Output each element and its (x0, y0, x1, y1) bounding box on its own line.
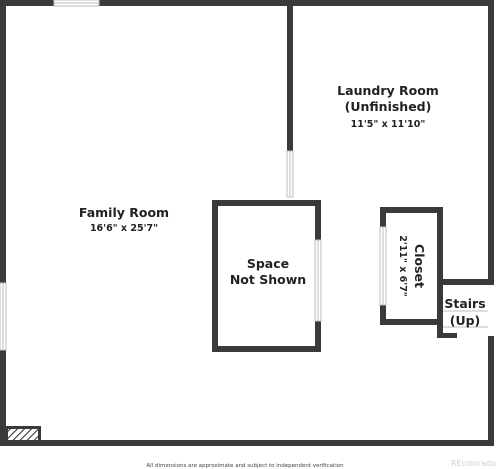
closet-label: Closet 2'11" x 6'7" (397, 235, 427, 297)
top-window (53, 0, 100, 7)
stairs-name: Stairs (444, 296, 485, 311)
family-room-dimensions: 16'6" x 25'7" (90, 223, 158, 234)
closet-dimensions: 2'11" x 6'7" (397, 235, 408, 297)
watermark-text: REcolorado (451, 459, 496, 468)
hatched-fixture (6, 426, 41, 440)
space-not-shown-box (212, 200, 322, 352)
space-not-shown-line2: Not Shown (230, 272, 306, 287)
laundry-room-dimensions: 11'5" x 11'10" (351, 119, 426, 130)
disclaimer-text: All dimensions are approximate and subje… (146, 463, 344, 469)
stairs-box (437, 279, 494, 338)
left-wall (0, 0, 6, 446)
top-wall (0, 0, 494, 6)
windows (0, 0, 100, 351)
right-wall-upper (488, 0, 494, 282)
family-room-name: Family Room (79, 205, 169, 220)
space-not-shown-line1: Space (247, 256, 289, 271)
laundry-room-name: Laundry Room (337, 83, 439, 98)
bottom-wall (0, 440, 494, 446)
laundry-room-subtitle: (Unfinished) (345, 99, 432, 114)
closet-box (379, 207, 443, 325)
stairs-direction: (Up) (450, 313, 481, 328)
right-wall-lower (488, 336, 494, 446)
left-window (0, 282, 7, 351)
closet-name: Closet (412, 244, 427, 288)
outer-walls (0, 0, 494, 446)
laundry-partition (286, 0, 294, 198)
